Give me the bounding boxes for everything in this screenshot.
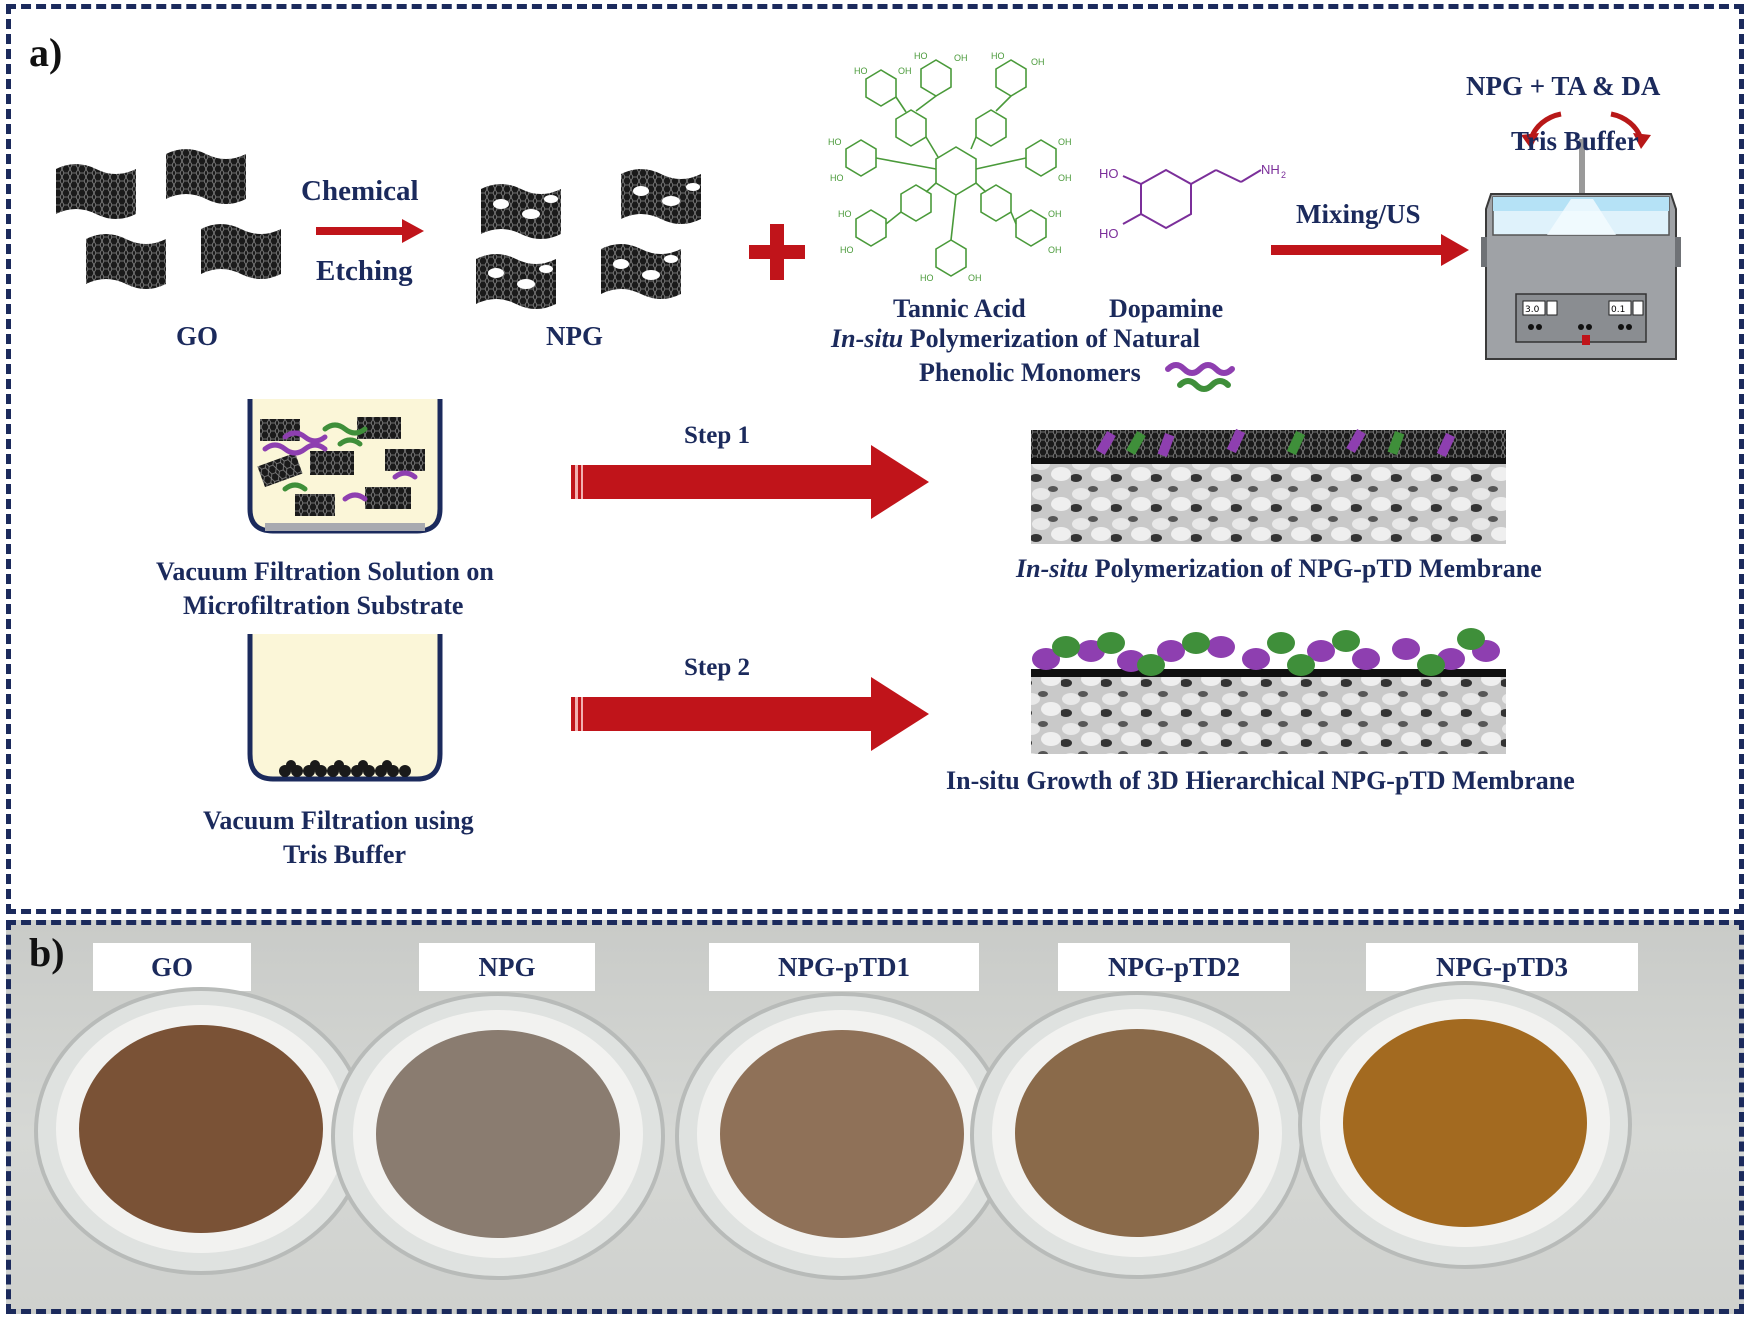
step1-label: Step 1 (684, 422, 750, 449)
bath-display-right: 0.1 (1611, 305, 1625, 315)
panel-a-tag: a) (29, 30, 63, 75)
step1-arrow (571, 445, 929, 519)
membrane-film (376, 1030, 620, 1238)
petri-dish (970, 991, 1304, 1279)
svg-text:OH: OH (968, 273, 982, 283)
npg-label: NPG (546, 321, 603, 351)
membrane-film (79, 1025, 323, 1233)
petri-dish (675, 992, 1009, 1280)
vacuum1-line2: Microfiltration Substrate (183, 591, 464, 620)
dopamine-label: Dopamine (1109, 294, 1224, 323)
panel-b: b) GO NPG NPG-pTD1 NPG-pTD2 NPG-pTD3 (6, 920, 1744, 1314)
dopamine-structure: HO HO NH 2 (1099, 162, 1286, 241)
svg-text:OH: OH (1058, 137, 1072, 147)
step2-label: Step 2 (684, 654, 750, 681)
petri-dish (331, 992, 665, 1280)
npg-ta-da-label: NPG + TA & DA (1466, 71, 1661, 101)
etching-label: Etching (316, 255, 413, 287)
svg-text:OH: OH (954, 53, 968, 63)
tris-buffer-label: Tris Buffer (1511, 126, 1639, 156)
membrane1-rest: Polymerization of NPG-pTD Membrane (1088, 554, 1542, 583)
svg-text:OH: OH (1048, 209, 1062, 219)
step2-arrow (571, 677, 929, 751)
svg-text:HO: HO (830, 173, 844, 183)
membrane1-in-situ: In-situ (1016, 554, 1089, 583)
svg-text:OH: OH (1048, 245, 1062, 255)
vacuum2-line1: Vacuum Filtration using (203, 806, 474, 835)
svg-text:HO: HO (828, 137, 842, 147)
monomer-chains-icon (1165, 362, 1235, 392)
mixing-label: Mixing/US (1296, 199, 1421, 229)
svg-text:HO: HO (920, 273, 934, 283)
svg-text:HO: HO (914, 51, 928, 61)
vacuum1-line1: Vacuum Filtration Solution on (156, 557, 494, 586)
beaker-tris-buffer (247, 634, 443, 782)
sample-label: NPG (419, 943, 595, 991)
bath-display-left: 3.0 (1525, 305, 1540, 315)
svg-text:OH: OH (1031, 57, 1045, 67)
petri-dish (34, 987, 368, 1275)
ultrasonic-bath-illustration: 3.0 0.1 (1481, 111, 1681, 360)
membrane-npg-ptd-illustration (1031, 428, 1506, 544)
membrane-3d-hierarchical-illustration (1031, 628, 1506, 754)
membrane1-label: In-situ Polymerization of NPG-pTD Membra… (1016, 554, 1542, 584)
tannic-acid-label: Tannic Acid (893, 294, 1026, 323)
svg-text:OH: OH (898, 66, 912, 76)
svg-text:OH: OH (1058, 173, 1072, 183)
membrane-film (1343, 1019, 1587, 1227)
polymerization-line1-rest: Polymerization of Natural (903, 324, 1201, 353)
membrane-film (720, 1030, 964, 1238)
svg-text:HO: HO (854, 66, 868, 76)
membrane-film (1015, 1029, 1259, 1237)
sample-label: NPG-pTD1 (709, 943, 979, 991)
beaker-filtration-solution (247, 399, 443, 534)
dopamine-ho1: HO (1099, 166, 1119, 181)
dopamine-ho2: HO (1099, 226, 1119, 241)
in-situ-italic: In-situ (831, 324, 904, 353)
etching-arrow (316, 219, 424, 243)
panel-b-tag: b) (29, 930, 65, 975)
chemical-label: Chemical (301, 175, 419, 207)
sample-label: NPG-pTD2 (1058, 943, 1290, 991)
dopamine-nh2: NH (1261, 162, 1280, 177)
svg-text:HO: HO (840, 245, 854, 255)
npg-sheets-illustration (476, 169, 701, 309)
dopamine-nh2-sub: 2 (1281, 170, 1286, 180)
panel-a: a) GO Chemical Etching (6, 4, 1744, 914)
membrane2-label: In-situ Growth of 3D Hierarchical NPG-pT… (946, 766, 1575, 795)
plus-icon (749, 224, 805, 280)
vacuum2-line2: Tris Buffer (283, 840, 406, 869)
polymerization-line1: In-situ Polymerization of Natural (831, 324, 1200, 354)
polymerization-line2: Phenolic Monomers (919, 358, 1141, 387)
sample-label: NPG-pTD3 (1366, 943, 1638, 991)
svg-text:HO: HO (838, 209, 852, 219)
svg-text:HO: HO (991, 51, 1005, 61)
sample-label: GO (93, 943, 251, 991)
mixing-arrow (1271, 234, 1469, 266)
petri-dish (1298, 981, 1632, 1269)
go-label: GO (176, 321, 219, 351)
go-sheets-illustration (56, 149, 281, 289)
